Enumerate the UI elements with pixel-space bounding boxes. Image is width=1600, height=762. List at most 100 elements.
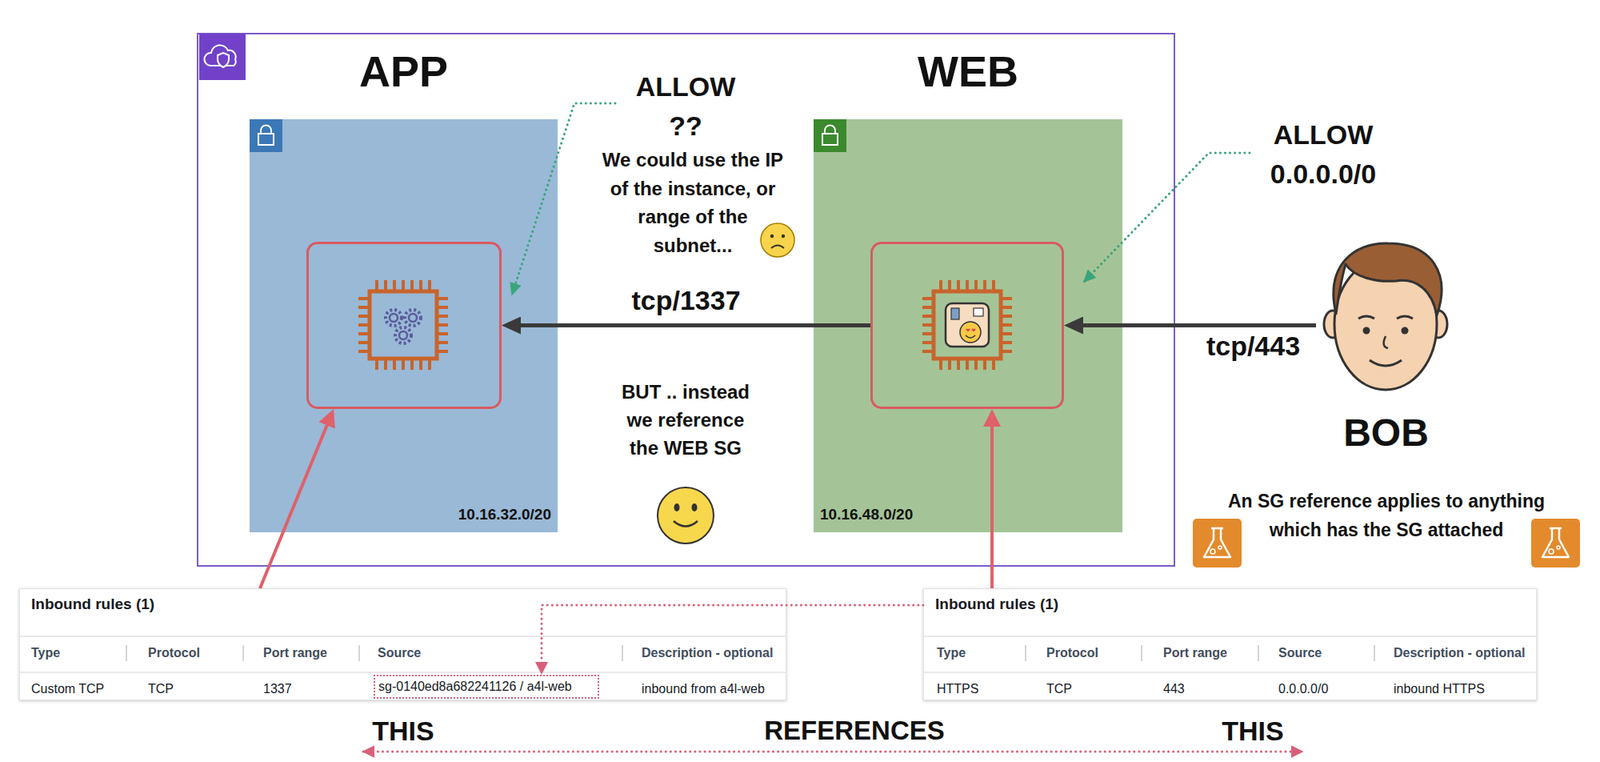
annotation-text: ALLOW 0.0.0.0/0: [1255, 115, 1392, 194]
node-label: Source: [1278, 644, 1322, 661]
node-label: Type: [936, 644, 966, 661]
node-label: BOB: [1316, 412, 1456, 453]
annotation-slot: REFERENCES: [750, 714, 959, 747]
security-group-reference-cell: sg-0140ed8a682241126 / a4l-web: [373, 674, 600, 699]
node-label: Protocol: [148, 644, 200, 661]
sad-emoji: [781, 234, 785, 238]
happy-emoji: [657, 487, 714, 544]
annotation-slot: THIS: [1196, 714, 1309, 747]
web-chip-icon: [960, 321, 981, 343]
annotation-text: THIS: [347, 714, 460, 747]
node-label: TCP: [1046, 680, 1072, 697]
annotation-slot: ALLOW ??: [625, 67, 746, 146]
edge-label-slot: tcp/1337: [631, 284, 740, 316]
annotation-slot: An SG reference applies to anything whic…: [1218, 486, 1555, 544]
text-slot: WEB: [813, 49, 1123, 93]
annotation-slot: BUT .. instead we reference the WEB SG: [615, 377, 756, 462]
node-label: 10.16.48.0/20: [820, 504, 980, 524]
annotation-text: An SG reference applies to anything whic…: [1218, 486, 1555, 544]
text-slot: 1337: [263, 680, 292, 697]
protocol-port-label: tcp/1337: [631, 284, 740, 316]
text-slot: Type: [31, 644, 60, 661]
text-slot: sg-0140ed8a682241126 / a4l-web: [378, 678, 572, 695]
text-slot: Type: [936, 644, 966, 661]
subnet-lock-icon: [813, 119, 847, 152]
text-slot: 0.0.0.0/0: [1278, 680, 1328, 697]
node-label: Source: [377, 644, 421, 661]
protocol-port-label: tcp/443: [1206, 329, 1300, 362]
subnet-lock-icon: [822, 133, 838, 145]
node-label: Custom TCP: [31, 680, 104, 697]
node-label: WEB: [813, 49, 1123, 93]
annotation-text: THIS: [1196, 714, 1309, 747]
happy-emoji: [657, 487, 714, 544]
flask-icon: [1531, 518, 1580, 568]
text-slot: inbound HTTPS: [1393, 680, 1485, 697]
flask-icon: [1192, 518, 1242, 568]
happy-emoji: [692, 503, 698, 512]
node-label: APP: [249, 49, 558, 93]
node-label: inbound from a4l-web: [641, 680, 765, 697]
annotation-text: We could use the IP of the instance, or …: [598, 145, 788, 260]
subnet-lock-icon: [824, 125, 836, 135]
node-label: inbound HTTPS: [1393, 680, 1485, 697]
subnet-lock-icon: [249, 119, 283, 152]
text-slot: TCP: [1046, 680, 1072, 697]
connector-arrow: [990, 417, 994, 588]
text-slot: BOB: [1316, 412, 1456, 453]
web-chip-icon: [965, 335, 976, 338]
text-slot: TCP: [148, 680, 174, 697]
annotation-slot: We could use the IP of the instance, or …: [598, 145, 788, 260]
annotation-slot: THIS: [347, 714, 460, 747]
node-label: 443: [1163, 680, 1185, 697]
text-slot: HTTPS: [936, 680, 979, 697]
text-slot: Port range: [1163, 644, 1228, 661]
user-face: [1363, 327, 1371, 335]
text-slot: Description - optional: [641, 644, 773, 661]
web-chip-icon: [945, 303, 989, 347]
web-chip-icon: [973, 308, 984, 316]
node-label: TCP: [148, 680, 174, 697]
sad-emoji: [770, 234, 774, 238]
sad-emoji: [771, 245, 784, 249]
edge-label-slot: tcp/443: [1206, 329, 1300, 362]
text-slot: Protocol: [148, 644, 200, 661]
connector-arrow: [1073, 323, 1316, 328]
vpc-icon: [199, 33, 246, 80]
inbound-rules-table: Inbound rules (1) Type Protocol Port range S…: [923, 588, 1537, 700]
text-slot: Description - optional: [1393, 644, 1525, 661]
user-face: [1358, 316, 1413, 319]
node-label: Port range: [263, 644, 328, 661]
text-slot: Port range: [263, 644, 328, 661]
node-label: 10.16.32.0/20: [391, 504, 552, 524]
instance-box: [306, 241, 502, 409]
text-slot: Custom TCP: [31, 680, 104, 697]
text-slot: APP: [249, 49, 558, 93]
node-label: 1337: [263, 680, 292, 697]
node-label: Inbound rules (1): [935, 594, 1059, 614]
user-face: [1401, 327, 1409, 335]
node-label: sg-0140ed8a682241126 / a4l-web: [378, 678, 572, 695]
text-slot: 443: [1163, 680, 1185, 697]
user-face: [1333, 243, 1442, 316]
annotation-text: ALLOW ??: [625, 67, 746, 146]
connector-arrow: [511, 323, 871, 328]
vpc-icon: [199, 33, 246, 80]
node-label: Protocol: [1046, 644, 1099, 661]
text-slot: 10.16.48.0/20: [820, 504, 980, 524]
happy-emoji: [673, 520, 698, 527]
node-label: Type: [31, 644, 60, 661]
node-label: HTTPS: [936, 680, 979, 697]
subnet-lock-icon: [813, 119, 847, 152]
web-chip-icon: [951, 308, 960, 320]
node-label: Port range: [1163, 644, 1228, 661]
happy-emoji: [674, 503, 680, 512]
annotation-text: BUT .. instead we reference the WEB SG: [615, 377, 756, 462]
text-slot: Source: [1278, 644, 1322, 661]
text-slot: Source: [377, 644, 421, 661]
annotation-slot: ALLOW 0.0.0.0/0: [1255, 115, 1392, 194]
reference-bracket-arrow: [363, 750, 1303, 753]
